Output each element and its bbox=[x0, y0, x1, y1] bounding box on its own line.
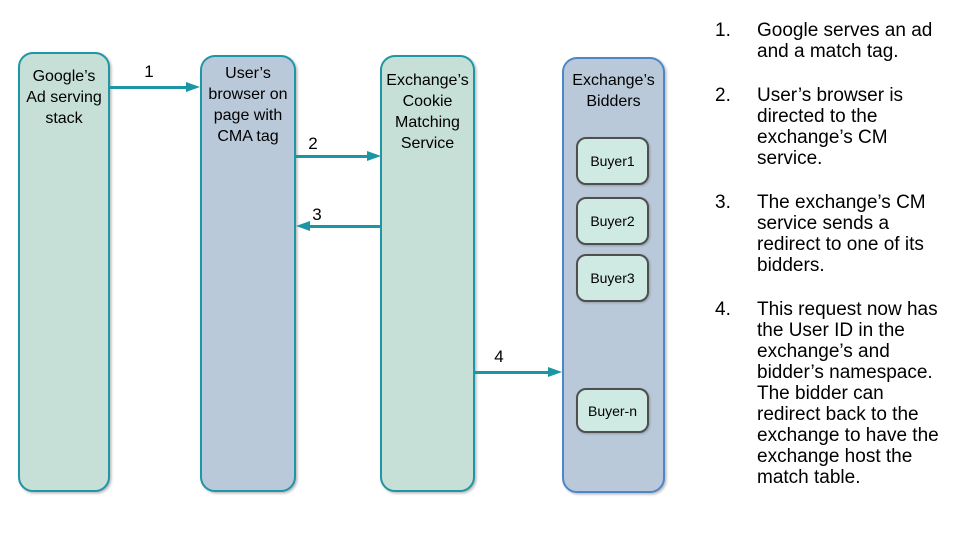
step-number: 4. bbox=[715, 299, 731, 320]
node-user-browser-label: User’s browser on page with CMA tag bbox=[208, 65, 288, 145]
arrow-1-line bbox=[110, 86, 186, 89]
arrow-4-head-icon bbox=[548, 367, 562, 377]
node-exchange-bidders-label: Exchange’s Bidders bbox=[572, 72, 655, 110]
arrow-2-head-icon bbox=[367, 151, 381, 161]
node-google-ad-serving-stack-label: Google’s Ad serving stack bbox=[26, 68, 102, 127]
list-item: 4. This request now has the User ID in t… bbox=[715, 299, 955, 488]
node-exchange-cookie-matching-service: Exchange’s Cookie Matching Service bbox=[380, 55, 475, 492]
step-number: 1. bbox=[715, 20, 731, 41]
step-text: User’s browser is directed to the exchan… bbox=[757, 85, 904, 169]
step-number: 3. bbox=[715, 192, 731, 213]
node-google-ad-serving-stack: Google’s Ad serving stack bbox=[18, 52, 110, 492]
arrow-4-label: 4 bbox=[494, 347, 504, 366]
node-buyer-n: Buyer-n bbox=[576, 388, 649, 433]
arrow-1-label: 1 bbox=[144, 62, 154, 81]
list-item: 1. Google serves an ad and a match tag. bbox=[715, 20, 955, 62]
arrow-2-label: 2 bbox=[308, 134, 318, 153]
node-buyer-2: Buyer2 bbox=[576, 197, 649, 245]
arrow-2-line bbox=[296, 155, 367, 158]
arrow-1-head-icon bbox=[186, 82, 200, 92]
list-item: 2. User’s browser is directed to the exc… bbox=[715, 85, 955, 169]
step-text: The exchange’s CM service sends a redire… bbox=[757, 192, 926, 276]
node-buyer-3-label: Buyer3 bbox=[590, 270, 635, 286]
node-buyer-2-label: Buyer2 bbox=[590, 213, 635, 229]
node-buyer-n-label: Buyer-n bbox=[587, 402, 638, 419]
steps-list: 1. Google serves an ad and a match tag. … bbox=[715, 20, 955, 511]
node-buyer-1-label: Buyer1 bbox=[590, 153, 635, 169]
node-exchange-bidders: Exchange’s Bidders Buyer1 Buyer2 Buyer3 … bbox=[562, 57, 665, 493]
arrow-3-line bbox=[310, 225, 380, 228]
node-user-browser: User’s browser on page with CMA tag bbox=[200, 55, 296, 492]
step-text: Google serves an ad and a match tag. bbox=[757, 20, 933, 62]
list-item: 3. The exchange’s CM service sends a red… bbox=[715, 192, 955, 276]
node-exchange-cookie-matching-service-label: Exchange’s Cookie Matching Service bbox=[386, 72, 469, 152]
step-text: This request now has the User ID in the … bbox=[757, 299, 939, 488]
node-buyer-1: Buyer1 bbox=[576, 137, 649, 185]
step-number: 2. bbox=[715, 85, 731, 106]
arrow-3-label: 3 bbox=[312, 205, 322, 224]
node-buyer-3: Buyer3 bbox=[576, 254, 649, 302]
arrow-4-line bbox=[474, 371, 548, 374]
arrow-3-head-icon bbox=[296, 221, 310, 231]
